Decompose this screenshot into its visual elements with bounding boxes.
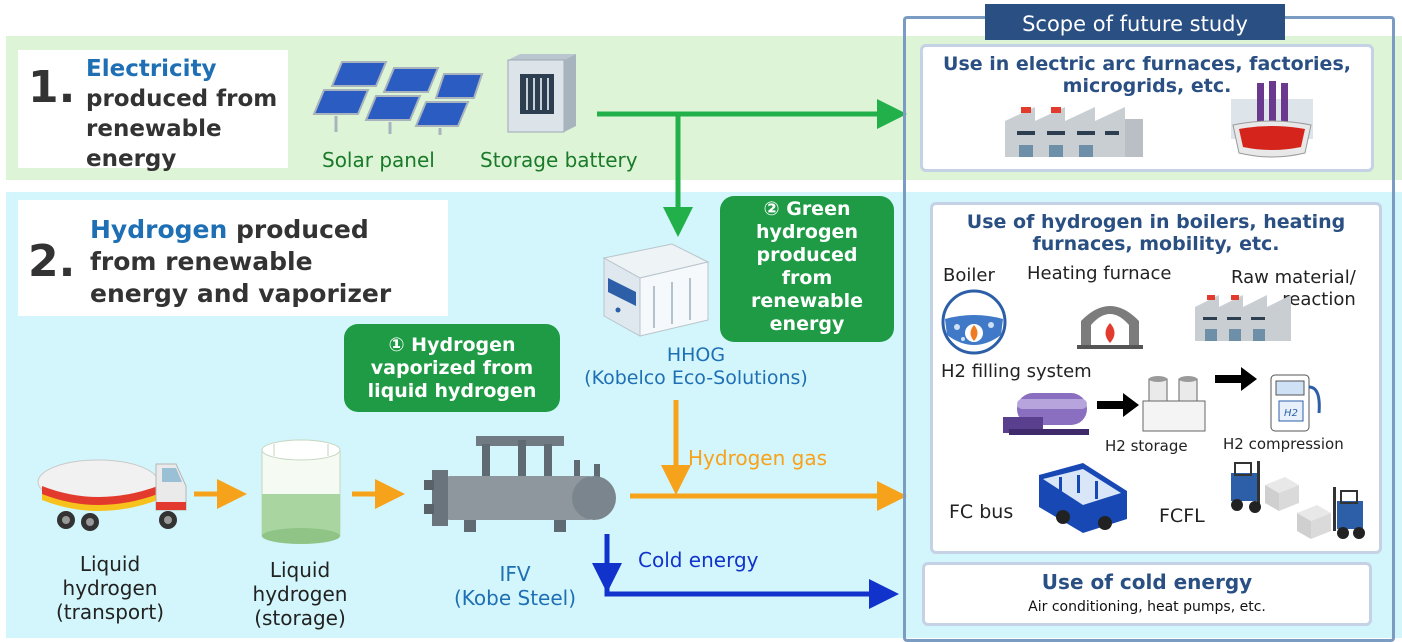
black-arrow-icon xyxy=(1215,367,1257,391)
cold-energy-title: Use of cold energy xyxy=(1041,570,1253,594)
green-hydrogen-callout: ② Green hydrogen produced from renewable… xyxy=(720,196,894,342)
label-line: Raw material/ xyxy=(1231,267,1356,288)
boiler-label: Boiler xyxy=(943,265,995,286)
h2-compression-label: H2 compression xyxy=(1223,435,1344,453)
hhog-maker: (Kobelco Eco-Solutions) xyxy=(584,367,808,389)
h2-dispenser-text: H2 xyxy=(1284,408,1298,419)
callout-line: hydrogen xyxy=(756,221,858,243)
cold-energy-label: Cold energy xyxy=(638,548,759,572)
storage-tank-icon xyxy=(261,439,341,544)
lh2-transport-label: Liquid hydrogen (transport) xyxy=(30,552,190,624)
callout-line: from xyxy=(781,267,833,289)
section1-title: Electricity produced from renewable ener… xyxy=(86,54,277,174)
h2-dispenser-icon: H2 xyxy=(1270,374,1321,432)
hydrogen-use-panel: Use of hydrogen in boilers, heating furn… xyxy=(930,202,1382,554)
section1-highlight: Electricity xyxy=(86,56,217,82)
solar-panel-icon xyxy=(312,61,484,135)
label-line: reaction xyxy=(1282,289,1356,310)
hhog-unit-icon xyxy=(602,243,710,337)
section2-highlight: Hydrogen xyxy=(90,215,228,244)
section1-number: 1. xyxy=(28,62,76,113)
ifv-vaporizer-icon xyxy=(424,436,616,532)
section1-title-box: 1. Electricity produced from renewable e… xyxy=(18,50,288,172)
fc-bus-icon xyxy=(1039,463,1127,533)
panel-title-line: Use of hydrogen in boilers, heating xyxy=(966,211,1346,233)
fc-bus-label: FC bus xyxy=(949,501,1014,523)
label-line: hydrogen xyxy=(62,576,158,600)
factory-icon xyxy=(1005,107,1143,157)
section2-line: from renewable xyxy=(90,247,313,276)
black-arrow-icon xyxy=(1097,393,1139,417)
callout-line: ① Hydrogen xyxy=(388,334,516,356)
panel-title-line: microgrids, etc. xyxy=(1062,75,1232,97)
section2-line: energy and vaporizer xyxy=(90,279,392,308)
lh2-storage-label: Liquid hydrogen (storage) xyxy=(230,558,370,630)
label-line: (transport) xyxy=(55,600,165,624)
solar-panel-label: Solar panel xyxy=(322,148,435,172)
arc-furnace-icon xyxy=(1231,81,1313,158)
future-study-header: Scope of future study xyxy=(985,4,1285,40)
electric-use-panel: Use in electric arc furnaces, factories,… xyxy=(920,44,1374,172)
h2-storage-label: H2 storage xyxy=(1105,437,1188,455)
callout-line: renewable xyxy=(750,290,864,312)
heating-furnace-label: Heating furnace xyxy=(1027,263,1172,284)
h2-filling-label: H2 filling system xyxy=(941,361,1092,382)
storage-battery-label: Storage battery xyxy=(480,148,638,172)
callout-line: energy xyxy=(769,313,845,335)
heating-furnace-icon xyxy=(1077,306,1143,349)
callout-line: vaporized from xyxy=(370,357,534,379)
cold-energy-subtitle: Air conditioning, heat pumps, etc. xyxy=(1028,599,1266,615)
forklift-icon xyxy=(1297,487,1365,539)
hhog-name: HHOG xyxy=(666,344,726,366)
forklift-icon xyxy=(1231,461,1299,513)
callout-line: liquid hydrogen xyxy=(367,380,537,402)
h2-storage-icon xyxy=(1142,376,1206,432)
ifv-maker: (Kobe Steel) xyxy=(453,586,577,610)
label-line: hydrogen xyxy=(252,582,348,606)
cold-energy-panel: Use of cold energy Air conditioning, hea… xyxy=(922,562,1372,626)
hhog-label: HHOG (Kobelco Eco-Solutions) xyxy=(556,344,836,390)
panel-title-line: Use in electric arc furnaces, factories, xyxy=(943,53,1351,75)
electric-use-title: Use in electric arc furnaces, factories,… xyxy=(923,53,1371,97)
section2-title-box: 2. Hydrogen produced from renewable ener… xyxy=(18,200,448,316)
h2-tank-trailer-icon xyxy=(1003,393,1089,435)
storage-battery-icon xyxy=(507,54,576,133)
label-line: Liquid xyxy=(269,558,331,582)
factory-icon xyxy=(1195,295,1291,341)
section2-number: 2. xyxy=(28,236,76,287)
ifv-name: IFV xyxy=(499,562,531,586)
boiler-icon xyxy=(941,289,1007,355)
hydrogen-gas-label: Hydrogen gas xyxy=(688,446,827,470)
tanker-truck-icon xyxy=(37,459,187,531)
ifv-label: IFV (Kobe Steel) xyxy=(420,562,610,610)
label-line: (storage) xyxy=(254,606,346,630)
hydrogen-use-title: Use of hydrogen in boilers, heating furn… xyxy=(933,211,1379,255)
section1-line: produced from xyxy=(86,86,278,112)
section2-line: produced xyxy=(227,215,369,244)
callout-line: ② Green xyxy=(763,198,851,220)
section1-line: renewable xyxy=(86,116,222,142)
panel-title-line: furnaces, mobility, etc. xyxy=(1032,233,1280,255)
vaporized-hydrogen-callout: ① Hydrogen vaporized from liquid hydroge… xyxy=(344,324,560,412)
raw-material-label: Raw material/ reaction xyxy=(1231,267,1356,311)
label-line: Liquid xyxy=(79,552,141,576)
fcfl-label: FCFL xyxy=(1159,505,1205,527)
section2-title: Hydrogen produced from renewable energy … xyxy=(90,214,391,310)
callout-line: produced xyxy=(756,244,858,266)
section1-line: energy xyxy=(86,146,177,172)
